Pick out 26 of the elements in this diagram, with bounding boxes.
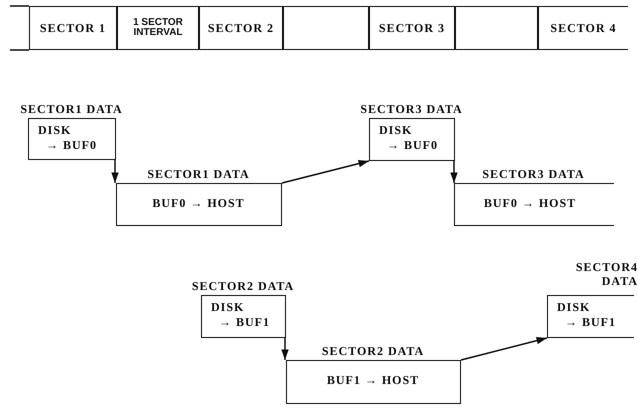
sector-cell: 1 SECTOR INTERVAL (117, 6, 199, 50)
arrow (460, 337, 548, 361)
arrow (282, 160, 370, 184)
data-heading: SECTOR2 DATA (322, 344, 424, 358)
sector-cell (283, 6, 369, 50)
sector-cell: SECTOR 1 (29, 6, 117, 50)
sector-cell (455, 6, 538, 50)
box-text: DISK → BUF0 (38, 123, 98, 153)
data-heading: SECTOR4 DATA (574, 260, 638, 288)
arrow (111, 160, 119, 183)
data-heading: SECTOR1 DATA (20, 102, 123, 116)
box-text: BUF0 → HOST (151, 196, 246, 211)
data-heading: SECTOR3 DATA (482, 167, 585, 181)
data-heading: SECTOR2 DATA (192, 279, 294, 293)
box-text: BUF1 → HOST (326, 373, 420, 388)
box-text: DISK → BUF1 (557, 300, 617, 330)
sector-cell: SECTOR 4 (538, 6, 628, 50)
box-text: BUF0 → HOST (482, 196, 578, 211)
arrow (281, 338, 289, 360)
box-text: DISK → BUF0 (379, 123, 439, 153)
sector-cell: SECTOR 2 (199, 6, 283, 50)
arrow (450, 161, 458, 183)
sector-cell: SECTOR 3 (369, 6, 455, 50)
data-heading: SECTOR3 DATA (360, 102, 463, 116)
data-heading: SECTOR1 DATA (147, 167, 250, 181)
box-text: DISK → BUF1 (211, 300, 271, 330)
